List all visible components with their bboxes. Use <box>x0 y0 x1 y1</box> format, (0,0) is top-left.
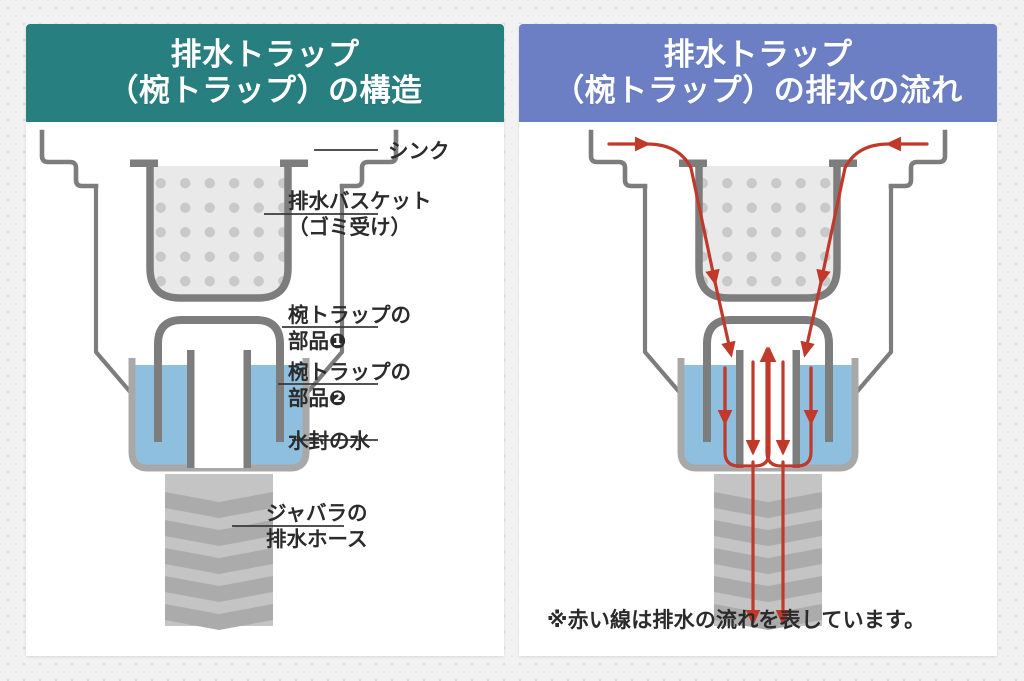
label-hose-line1: ジャバラの <box>266 502 367 525</box>
label-group-part1: 椀トラップの 部品❶ <box>282 303 411 353</box>
sink-body <box>588 129 948 189</box>
corrugated-hose <box>165 474 273 630</box>
label-basket-line2: （ゴミ受け） <box>288 215 411 239</box>
label-basket-line1: 排水バスケット <box>288 189 432 213</box>
drain-basket <box>679 159 857 302</box>
label-group-seal: 水封の水 <box>288 429 378 453</box>
trap-bell-part1 <box>154 316 284 442</box>
label-group-hose: ジャバラの 排水ホース <box>232 502 367 551</box>
label-part1-line2: 部品❶ <box>288 329 346 353</box>
panel-flow-header: 排水トラップ （椀トラップ）の排水の流れ <box>519 24 997 122</box>
flow-arrows <box>607 136 929 626</box>
trap-bell-part1 <box>703 316 833 442</box>
sink-body <box>39 129 399 189</box>
label-sink: シンク <box>388 140 450 163</box>
standpipe <box>187 350 251 468</box>
drain-basket <box>130 159 308 302</box>
flow-diagram <box>519 122 997 656</box>
label-part1-line1: 椀トラップの <box>288 303 411 327</box>
label-part2-line2: 部品❷ <box>288 386 346 410</box>
label-group-part2: 椀トラップの 部品❷ <box>278 360 411 410</box>
label-seal: 水封の水 <box>288 429 370 453</box>
label-hose-line2: 排水ホース <box>266 527 367 551</box>
label-group-sink: シンク <box>314 140 450 163</box>
structure-diagram: シンク 排水バスケット （ゴミ受け） 椀トラップの 部品❶ 椀トラップの 部品❷ <box>26 122 504 656</box>
label-part2-line1: 椀トラップの <box>288 360 411 384</box>
corrugated-hose <box>714 474 822 630</box>
panel-flow: 排水トラップ （椀トラップ）の排水の流れ <box>519 24 997 656</box>
label-group-basket: 排水バスケット （ゴミ受け） <box>264 189 432 239</box>
panel-structure-header: 排水トラップ （椀トラップ）の構造 <box>26 24 504 122</box>
panel-structure: 排水トラップ （椀トラップ）の構造 <box>26 24 504 656</box>
flow-note: ※赤い線は排水の流れを表しています。 <box>547 609 926 632</box>
panel-structure-title: 排水トラップ （椀トラップ）の構造 <box>107 37 423 108</box>
panel-flow-title: 排水トラップ （椀トラップ）の排水の流れ <box>553 37 963 108</box>
